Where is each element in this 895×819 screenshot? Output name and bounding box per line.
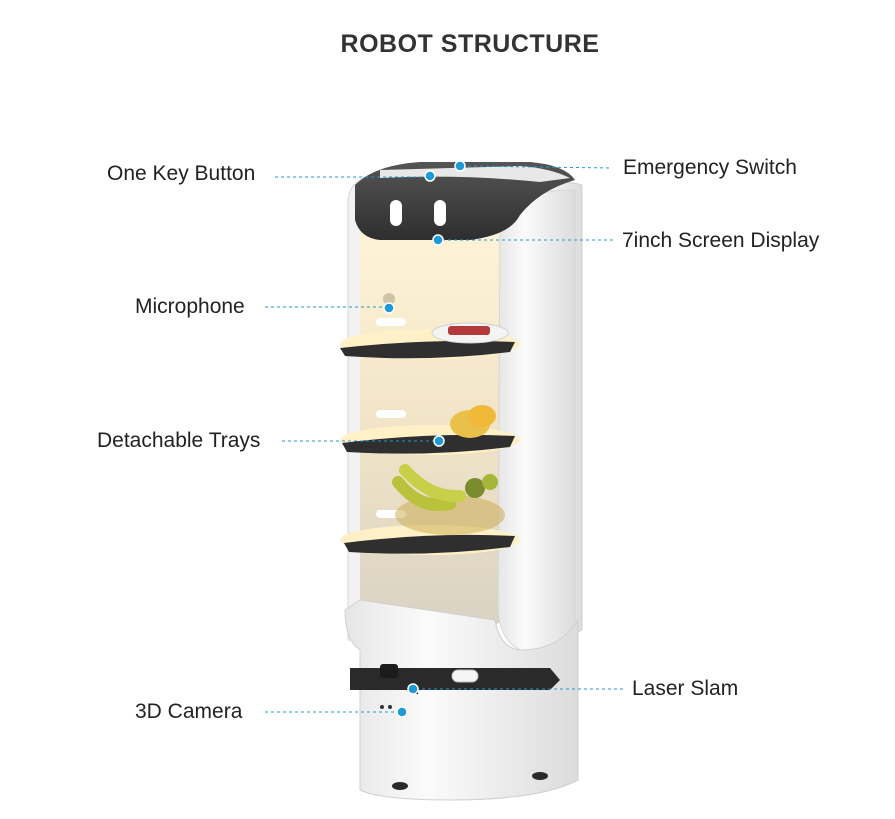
callout-one-key-button <box>275 171 435 181</box>
callout-laser-slam <box>408 684 624 694</box>
label-screen-display: 7inch Screen Display <box>622 229 819 253</box>
label-3d-camera: 3D Camera <box>135 700 242 724</box>
callout-detachable-trays <box>282 436 444 446</box>
label-microphone: Microphone <box>135 295 245 319</box>
callout-screen-display <box>433 235 616 245</box>
label-one-key-button: One Key Button <box>107 162 255 186</box>
callout-3d-camera <box>265 707 407 717</box>
label-emergency-switch: Emergency Switch <box>623 156 797 180</box>
label-detachable-trays: Detachable Trays <box>97 429 260 453</box>
callout-emergency-switch <box>455 161 612 171</box>
callout-microphone <box>265 303 394 313</box>
label-laser-slam: Laser Slam <box>632 677 738 701</box>
